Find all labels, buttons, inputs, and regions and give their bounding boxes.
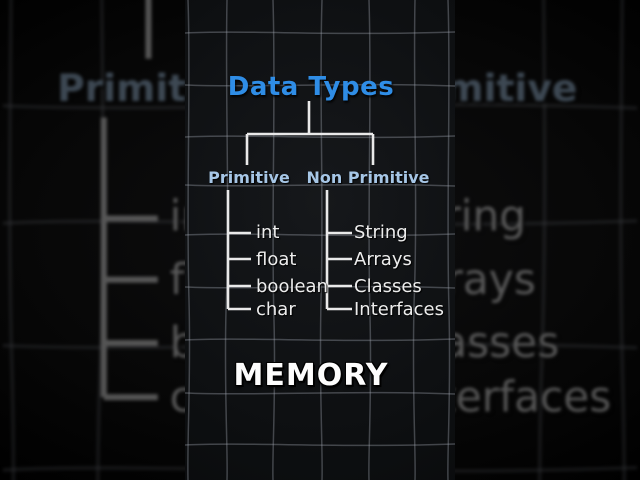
grid-lines xyxy=(185,0,455,480)
primitive-item-char: char xyxy=(256,299,296,320)
branch-label-primitive: Primitive xyxy=(208,168,290,187)
diagram-title: Data Types xyxy=(227,72,395,102)
primitive-item-int: int xyxy=(256,222,280,243)
branch-label-non-primitive: Non Primitive xyxy=(306,168,430,187)
center-video-strip: Data Types Primitive Non Primitive int f… xyxy=(185,0,455,480)
data-types-diagram: Data Types Primitive Non Primitive int f… xyxy=(185,0,455,480)
primitive-item-boolean: boolean xyxy=(256,276,328,297)
tree-connector-lines xyxy=(226,101,375,311)
non-primitive-item-classes: Classes xyxy=(354,276,422,297)
memory-caption: MEMORY xyxy=(233,358,389,393)
non-primitive-item-string: String xyxy=(354,222,408,243)
non-primitive-item-arrays: Arrays xyxy=(354,249,412,270)
non-primitive-item-interfaces: Interfaces xyxy=(354,299,444,320)
primitive-item-float: float xyxy=(256,249,297,270)
